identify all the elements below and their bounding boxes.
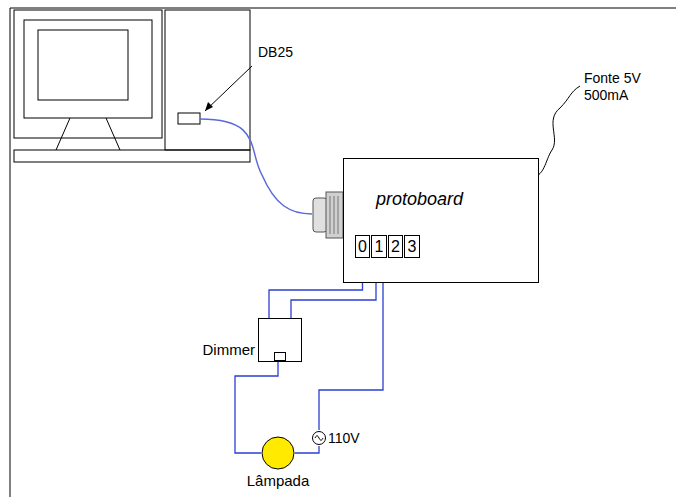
port-number-box: 1 xyxy=(371,235,387,258)
db25-cable xyxy=(200,119,312,214)
node-label: protoboard xyxy=(376,189,463,210)
protoboard-box: protoboard 0123 xyxy=(343,158,539,283)
arrow-head xyxy=(205,102,213,111)
lamp: Lâmpada xyxy=(236,436,320,490)
ac-source-symbol xyxy=(311,430,327,446)
monitor-screen xyxy=(38,30,128,100)
leader-arrow xyxy=(205,66,252,111)
cable-plug xyxy=(313,198,327,232)
node-label: Dimmer xyxy=(203,341,256,358)
node-label: 110V xyxy=(328,430,360,446)
node-label: 0 xyxy=(358,238,367,255)
wire xyxy=(295,446,319,453)
wire xyxy=(319,258,383,430)
port-number-box: 3 xyxy=(404,235,420,258)
ac-source: 110V xyxy=(311,430,360,446)
node-label: 1 xyxy=(375,238,384,255)
desk-base xyxy=(14,150,250,162)
db25-port xyxy=(178,113,200,124)
node-label: 3 xyxy=(408,238,417,255)
port-label: DB25 xyxy=(258,44,293,61)
node-label: Lâmpada xyxy=(236,472,320,490)
monitor-body xyxy=(14,10,162,138)
dimmer-terminal xyxy=(274,352,286,361)
frame-line xyxy=(10,8,676,497)
monitor-stand xyxy=(56,118,120,150)
node-label: 2 xyxy=(391,238,400,255)
monitor-bezel xyxy=(24,20,152,118)
power-label: Fonte 5V 500mA xyxy=(584,70,648,104)
port-number-box: 2 xyxy=(388,235,403,258)
dimmer-box: Dimmer xyxy=(258,318,302,362)
lamp-bulb xyxy=(261,436,295,470)
port-number-box: 0 xyxy=(355,235,370,258)
board-connector xyxy=(326,192,343,238)
connector-ridges xyxy=(330,196,338,234)
